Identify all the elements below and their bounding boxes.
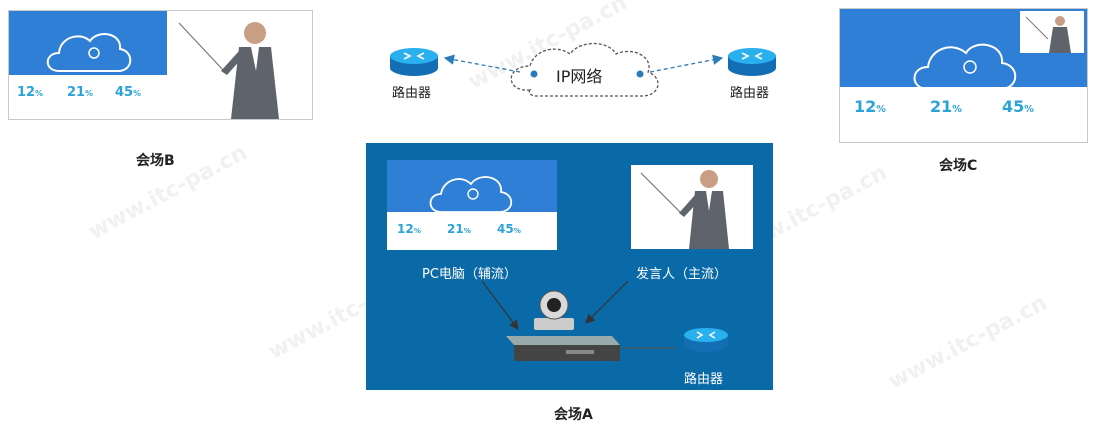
cloud-icon bbox=[46, 33, 132, 72]
router-icon-left bbox=[390, 48, 438, 76]
router-label-left: 路由器 bbox=[392, 86, 432, 101]
link-network-right bbox=[649, 54, 724, 73]
stat-unit: % bbox=[133, 89, 141, 98]
network-label: IP网络 bbox=[556, 67, 603, 86]
venue-c-screen: 12% 21% 45% bbox=[839, 8, 1088, 143]
venue-b-label: 会场B bbox=[136, 153, 175, 169]
venue-a-label: 会场A bbox=[554, 407, 593, 423]
presenter-photo bbox=[169, 11, 312, 119]
cloud-icon bbox=[913, 43, 1017, 90]
stat-unit: % bbox=[876, 104, 886, 115]
speaker-photo bbox=[631, 165, 753, 249]
cloud-icon bbox=[429, 176, 513, 213]
stat-value: 45% bbox=[497, 222, 521, 236]
stat-value: 21% bbox=[447, 222, 471, 236]
stat-value: 12% bbox=[397, 222, 421, 236]
venue-a-devices bbox=[481, 280, 728, 361]
stat-unit: % bbox=[1024, 104, 1034, 115]
router-label-right: 路由器 bbox=[730, 86, 770, 101]
codec-box-icon bbox=[506, 336, 620, 361]
stat-value: 45% bbox=[1002, 97, 1034, 116]
speaker-label: 发言人（主流） bbox=[636, 267, 728, 282]
stat-value: 12% bbox=[17, 85, 43, 100]
stat-value: 21% bbox=[67, 85, 93, 100]
venue-b-screen: 12% 21% 45% bbox=[8, 10, 313, 120]
venue-c-label: 会场C bbox=[939, 158, 978, 174]
stat-value: 21% bbox=[930, 97, 962, 116]
router-icon-right bbox=[728, 48, 776, 76]
stat-value: 12% bbox=[854, 97, 886, 116]
router-label-bottom: 路由器 bbox=[684, 372, 724, 387]
link-network-left bbox=[443, 54, 521, 73]
stat-unit: % bbox=[952, 104, 962, 115]
stat-unit: % bbox=[513, 226, 521, 235]
pc-screen: 12% 21% 45% bbox=[387, 160, 557, 250]
router-icon-bottom bbox=[684, 328, 728, 352]
venue-a-panel: 12% 21% 45% PC电脑（辅流） 发言人（主流） 路由器 bbox=[366, 143, 773, 390]
stat-value: 45% bbox=[115, 85, 141, 100]
stat-unit: % bbox=[35, 89, 43, 98]
stat-unit: % bbox=[413, 226, 421, 235]
camera-icon bbox=[534, 290, 574, 330]
stat-unit: % bbox=[463, 226, 471, 235]
presenter-photo bbox=[1020, 11, 1084, 53]
cloud-icon bbox=[510, 42, 659, 97]
stat-unit: % bbox=[85, 89, 93, 98]
pc-label: PC电脑（辅流） bbox=[422, 267, 517, 282]
